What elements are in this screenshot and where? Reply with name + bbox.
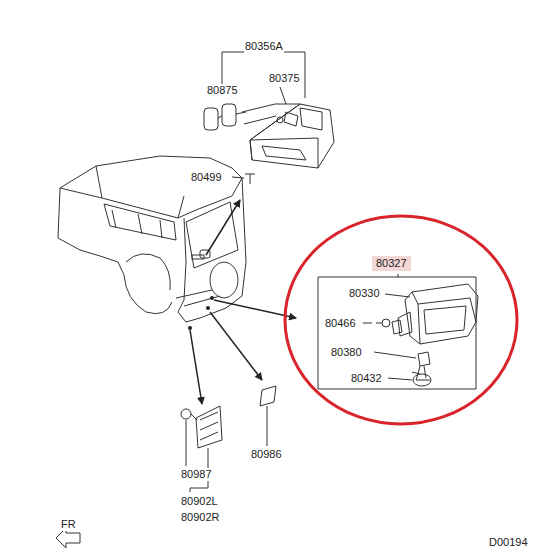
part-number: 80380: [330, 346, 363, 359]
part-number: 80330: [348, 287, 381, 300]
part-number: 80987: [180, 468, 213, 481]
part-number: 80327: [376, 257, 407, 269]
part-number: 80375: [268, 72, 301, 85]
part-number: 80466: [324, 317, 357, 330]
part-number: 80875: [206, 84, 239, 97]
highlighted-part-box: 80327: [372, 256, 411, 271]
part-number: 80499: [190, 171, 223, 184]
part-number: 80356A: [244, 40, 284, 53]
part-number: FR: [60, 518, 77, 531]
part-number: D00194: [488, 536, 529, 549]
part-number: 80432: [350, 372, 383, 385]
part-number: 80986: [250, 448, 283, 461]
part-number: 80902R: [180, 511, 221, 524]
part-number: 80902L: [180, 495, 219, 508]
